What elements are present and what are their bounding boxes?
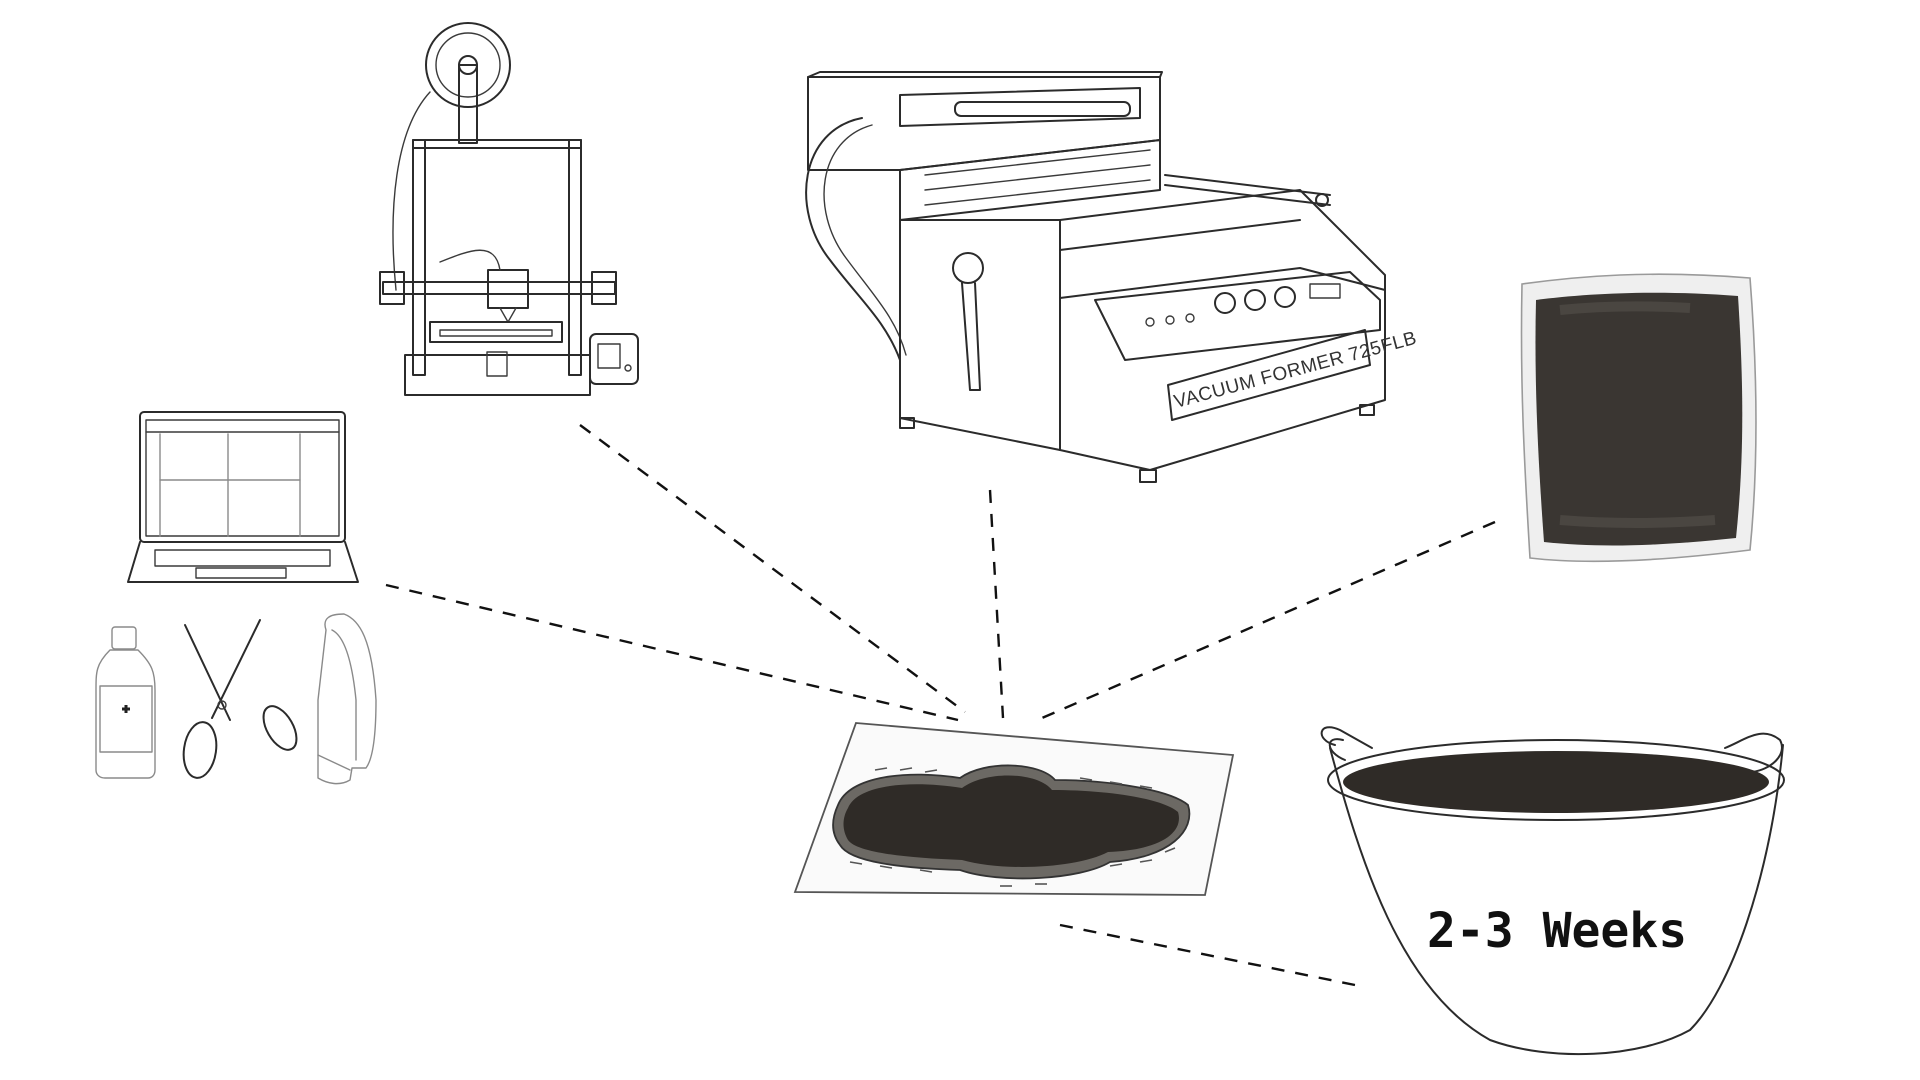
3d-printer-icon — [379, 22, 639, 396]
fabric-bag-icon — [1520, 273, 1757, 563]
laptop-icon — [127, 411, 359, 583]
connector-vacuum-former-to-pad — [988, 489, 1005, 719]
scissors-icon — [182, 619, 298, 779]
vacuum-former-icon: VACUUM FORMER 725FLB — [805, 71, 1419, 483]
connector-pad-to-tub — [1059, 923, 1356, 987]
connector-printer-to-pad — [579, 424, 966, 713]
bottle-icon — [95, 626, 156, 779]
stapler-icon — [317, 613, 377, 785]
tub-duration-label: 2-3 Weeks — [1427, 903, 1687, 959]
connectors — [385, 424, 1496, 987]
tub-icon: 2-3 Weeks — [1320, 726, 1785, 1056]
molded-pad-icon — [793, 722, 1235, 896]
connector-laptop-to-pad — [385, 583, 959, 722]
connector-bag-to-pad — [1041, 520, 1496, 720]
